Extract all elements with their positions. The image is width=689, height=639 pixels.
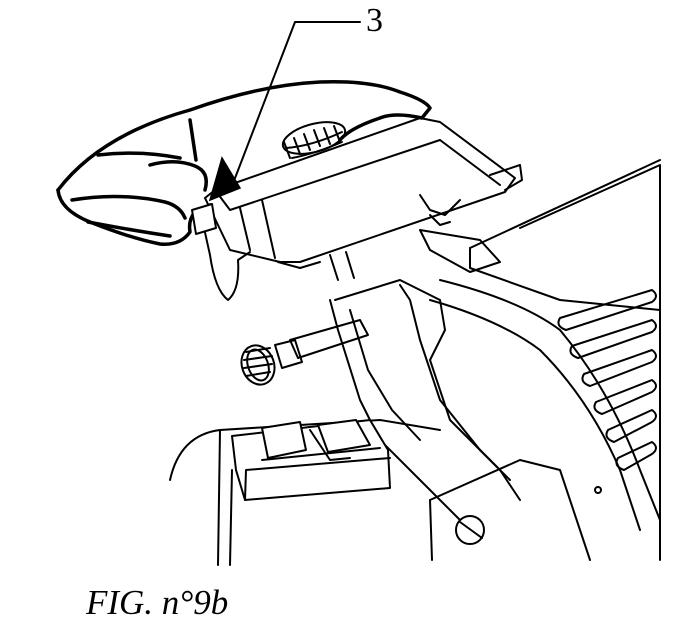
machine-illustration — [56, 21, 661, 566]
callout-leader — [208, 21, 361, 202]
adjustment-knob — [240, 319, 369, 386]
hand-outline — [56, 79, 432, 246]
pointed-part — [191, 203, 217, 235]
base-unit — [169, 419, 441, 566]
top-cover — [199, 117, 523, 301]
mounting-plate — [429, 459, 602, 561]
callout-number: 3 — [366, 2, 383, 39]
figure-caption: FIG. n°9b — [86, 583, 229, 622]
vent-slots — [557, 289, 657, 471]
top-knob — [281, 121, 347, 159]
side-housing — [429, 159, 661, 561]
